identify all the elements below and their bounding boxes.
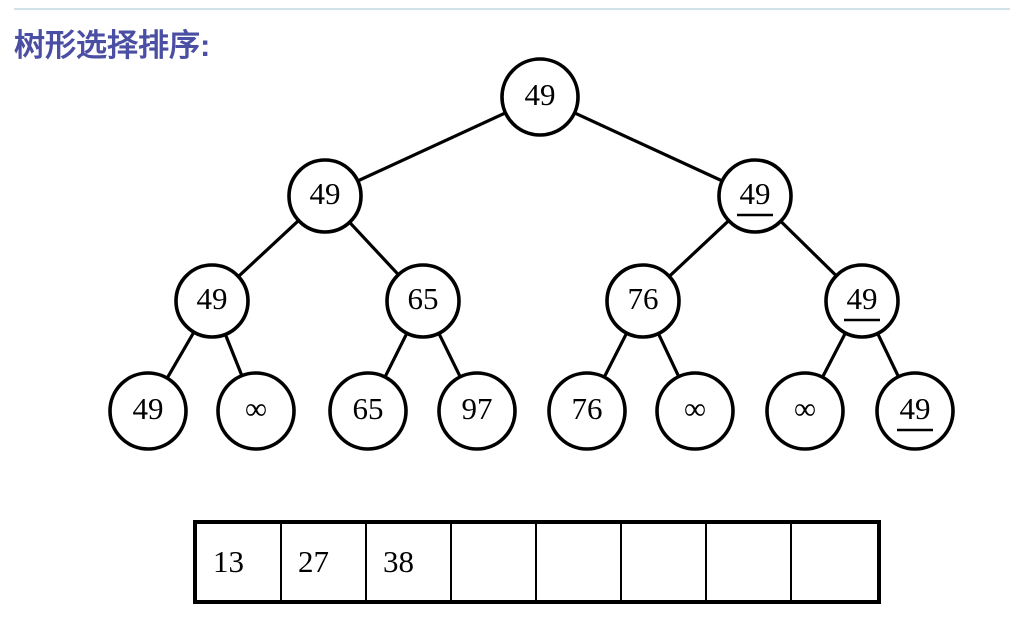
tree-node[interactable]: 49 xyxy=(824,263,900,339)
tree-node[interactable]: 49 xyxy=(287,158,363,234)
tree-node-circle xyxy=(216,371,296,451)
tree-node-circle xyxy=(655,371,735,451)
tree-node[interactable]: 97 xyxy=(437,371,517,451)
tree-node-label: 65 xyxy=(408,281,439,316)
tree-node[interactable]: 65 xyxy=(328,371,408,451)
tree-node-circle xyxy=(605,263,681,339)
tree-edge xyxy=(656,331,681,380)
tree-edge xyxy=(382,330,409,380)
tree-edge xyxy=(778,218,839,279)
array-cell[interactable]: 13 xyxy=(197,524,282,600)
tree-node-circle xyxy=(437,371,517,451)
array-cell[interactable] xyxy=(707,524,792,600)
array-cell[interactable] xyxy=(537,524,622,600)
array-cell[interactable]: 27 xyxy=(282,524,367,600)
tree-node-circle xyxy=(765,371,845,451)
tree-node-label: 49 xyxy=(133,391,164,426)
array-cell[interactable]: 38 xyxy=(367,524,452,600)
tree-edge xyxy=(236,218,301,279)
page-title: 树形选择排序: xyxy=(14,28,211,63)
array-cell[interactable] xyxy=(792,524,877,600)
tree-node-label: 49 xyxy=(525,77,556,112)
tree-node-label: ∞ xyxy=(684,391,706,426)
tree-node[interactable]: 49 xyxy=(108,371,188,451)
tree-edge xyxy=(436,330,463,380)
tree-node[interactable]: 76 xyxy=(547,371,627,451)
tree-node[interactable]: 49 xyxy=(500,57,580,137)
tree-edge xyxy=(666,218,732,279)
selection-tree-diagram: 49 49 49 49 65 76 49 49 ∞ 65 97 76 ∞ ∞ 49 xyxy=(108,57,955,451)
tree-edge xyxy=(165,329,196,381)
tree-edge xyxy=(602,330,629,380)
tree-edge xyxy=(820,330,848,380)
tree-node-circle xyxy=(500,57,580,137)
tree-node-label: ∞ xyxy=(245,391,267,426)
tree-node[interactable]: 49 xyxy=(174,263,250,339)
tree-edges-group xyxy=(165,110,901,381)
tree-node-label: 49 xyxy=(847,281,878,316)
array-cell[interactable] xyxy=(622,524,707,600)
tree-edge xyxy=(355,110,508,183)
tree-node-label: ∞ xyxy=(794,391,816,426)
tree-node-circle xyxy=(385,263,461,339)
tree-node[interactable]: 49 xyxy=(875,371,955,451)
tree-node-circle xyxy=(547,371,627,451)
tree-node[interactable]: ∞ xyxy=(655,371,735,451)
tree-edge xyxy=(347,219,401,278)
tree-node-circle xyxy=(328,371,408,451)
tree-node[interactable]: 65 xyxy=(385,263,461,339)
top-divider-rule xyxy=(14,8,1010,10)
tree-node-label: 49 xyxy=(900,391,931,426)
tree-node-label: 49 xyxy=(310,176,341,211)
tree-node-label: 76 xyxy=(628,281,659,316)
tree-node-label: 49 xyxy=(197,281,228,316)
tree-nodes-group: 49 49 49 49 65 76 49 49 ∞ 65 97 76 ∞ ∞ 49 xyxy=(108,57,955,451)
tree-node-circle xyxy=(287,158,363,234)
tree-node-label: 76 xyxy=(572,391,603,426)
tree-node-circle xyxy=(174,263,250,339)
tree-node-circle xyxy=(875,371,955,451)
tree-node-label: 65 xyxy=(353,391,384,426)
array-cell[interactable] xyxy=(452,524,537,600)
tree-node-label: 97 xyxy=(462,391,493,426)
tree-node[interactable]: 76 xyxy=(605,263,681,339)
tree-edge xyxy=(223,331,244,379)
tree-edge xyxy=(572,110,725,183)
tree-node[interactable]: 49 xyxy=(717,158,793,234)
tree-node[interactable]: ∞ xyxy=(765,371,845,451)
tree-node[interactable]: ∞ xyxy=(216,371,296,451)
tree-node-circle xyxy=(108,371,188,451)
tree-node-label: 49 xyxy=(740,176,771,211)
tree-edge xyxy=(875,330,901,380)
